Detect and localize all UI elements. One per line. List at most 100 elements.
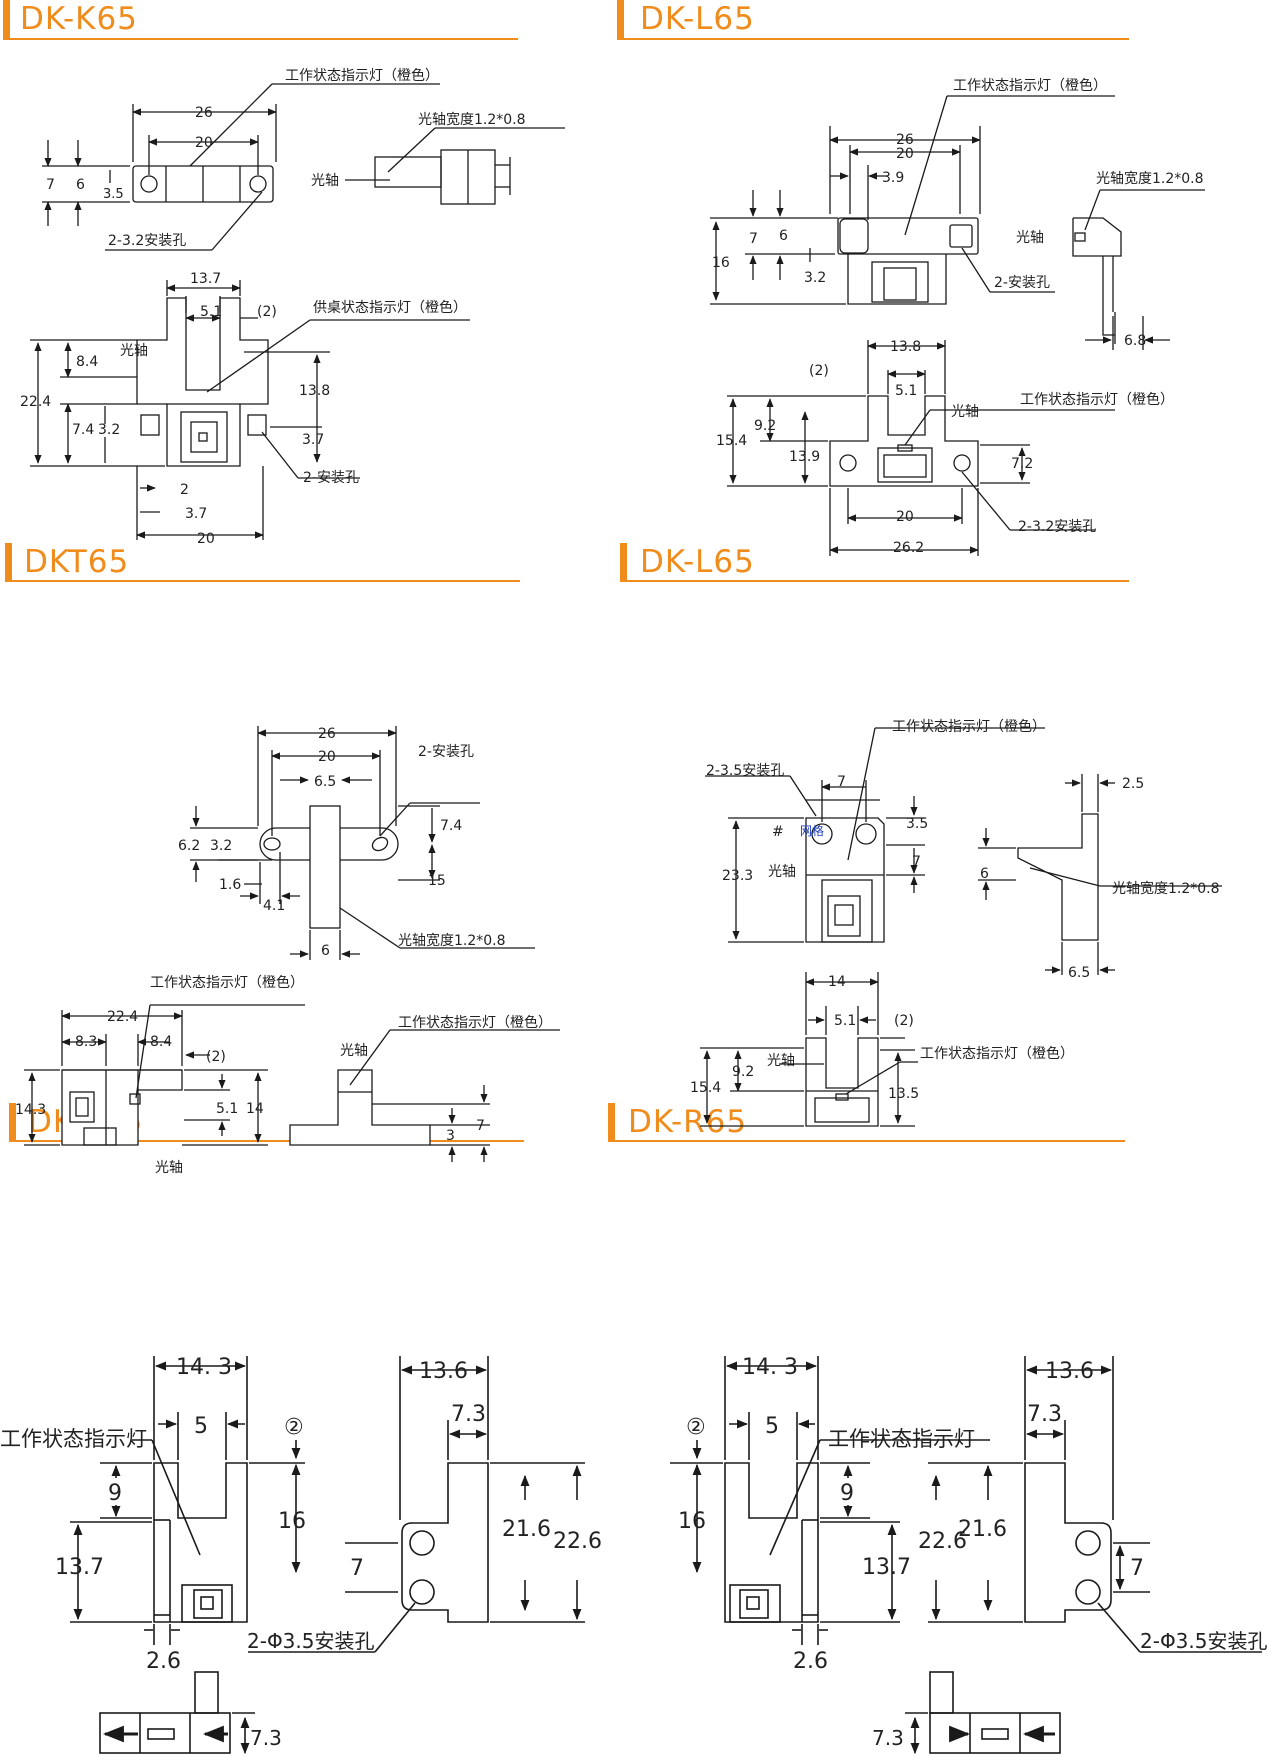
header-accent-bar [608,1103,615,1141]
header-rule [3,38,518,40]
indicator-callout: 工作状态指示灯（橙色） [892,718,1046,735]
axis-label: 光轴 [120,343,148,359]
dimension-label: 22.4 [20,394,51,410]
dimension-label: 3.7 [185,506,207,522]
dimension-label: 2.6 [146,1649,181,1674]
dimension-label: 3.5 [906,816,928,832]
header-accent-bar [620,543,627,581]
dimension-label: 21.6 [502,1517,551,1542]
dimension-label: 13.6 [419,1359,468,1384]
header-accent-bar [9,1103,16,1141]
axis-width-callout: 光轴宽度1.2*0.8 [1112,880,1220,897]
axis-label: 光轴 [951,404,979,420]
holes-callout: 2-安装孔 [994,275,1050,291]
dk-f65-side-view [248,1356,585,1653]
dimension-label: 13.6 [1045,1359,1094,1384]
dk-l65-alt-front-view [700,972,918,1127]
dk-f65-front-view [70,1356,305,1755]
dk-l65-front-view [727,340,1115,556]
axis-label: 光轴 [340,1043,368,1059]
dimension-label: 16 [278,1509,306,1534]
indicator-callout: 工作状态指示灯（橙色） [398,1014,552,1031]
dimension-label: 6 [779,228,788,244]
dimension-label: 16 [678,1509,706,1534]
dimension-label: 26 [896,132,914,148]
dimension-label: 7 [749,231,758,247]
dimension-label: 8.4 [150,1034,172,1050]
dimension-label: 22.4 [107,1009,138,1025]
header-accent-bar [3,0,10,38]
indicator-callout: 供桌状态指示灯（橙色） [313,299,467,316]
indicator-callout: 工作状态指示灯 [0,1427,147,1451]
dimension-label: 3.2 [210,838,232,854]
dk-l65-alt-top-view [705,727,1222,975]
dk-l65-top-view [710,95,1205,350]
dimension-label: 7 [1130,1556,1144,1581]
dimension-label: (2) [894,1013,914,1029]
dimension-label: 13.5 [888,1086,919,1102]
dimension-label: 3.7 [302,432,324,448]
dimension-label: 20 [896,509,914,525]
dimension-label: 14.3 [15,1102,46,1118]
dimension-label: 7.3 [1027,1402,1062,1427]
header-rule [617,38,1129,40]
dimension-label: 6.8 [1124,333,1146,349]
dimension-label: (2) [809,363,829,379]
indicator-callout: 工作状态指示灯（橙色） [150,974,304,991]
dimension-label: 5.1 [895,383,917,399]
indicator-callout: 工作状态指示灯（橙色） [920,1045,1074,1062]
header-rule [608,1140,1125,1142]
dimension-label: 5.1 [200,304,222,320]
dimension-label: 1.6 [219,877,241,893]
dimension-label: 7.3 [872,1726,904,1750]
dimension-label: 15 [428,873,446,889]
axis-width-callout: 光轴宽度1.2*0.8 [398,932,506,949]
dimension-label: 13.7 [862,1555,911,1580]
header-accent-bar [617,0,624,38]
holes-callout: 2-Φ3.5安装孔 [247,1629,375,1653]
dimension-label: 6.5 [1068,965,1090,981]
dimension-label: 3.2 [804,270,826,286]
dimension-label: 14. 3 [742,1355,798,1380]
axis-width-callout: 光轴宽度1.2*0.8 [1096,170,1204,187]
dimension-label: 20 [318,749,336,765]
holes-callout: 2-3.2安装孔 [1018,519,1096,535]
holes-callout: 2-安装孔 [303,470,359,486]
holes-callout: 2-3.5安装孔 [706,763,784,779]
header-rule [5,580,520,582]
dimension-label: 3.9 [882,170,904,186]
header-accent-bar [5,543,12,581]
indicator-callout: 工作状态指示灯 [828,1427,975,1451]
dimension-label: ② [284,1415,304,1440]
holes-callout: 2-安装孔 [418,744,474,760]
dimension-label: 3.5 [103,187,124,202]
header-rule [9,1140,524,1142]
dk-r65-side-view [928,1356,1262,1653]
dimension-label: 2.5 [1122,776,1144,792]
dimension-label: 7.2 [1011,456,1033,472]
dimension-label: 7.4 [440,818,462,834]
dimension-label: 13.9 [789,449,820,465]
dimension-label: 7 [350,1556,364,1581]
dimension-label: 6 [76,177,85,193]
dimension-label: 21.6 [958,1517,1007,1542]
axis-label: 光轴 [767,1053,795,1069]
dimension-label: 5 [765,1414,779,1439]
dimension-label: 7.4 [72,422,94,438]
indicator-callout: 工作状态指示灯（橙色） [953,77,1107,94]
dimension-label: 22.6 [553,1529,602,1554]
dimension-label: 6.2 [178,838,200,854]
section-title: DKT65 [24,544,130,580]
axis-label: 光轴 [155,1160,183,1176]
dimension-label: 5.1 [834,1013,856,1029]
dimension-label: 6 [321,943,330,959]
section-title: DK-K65 [20,1,138,37]
dimension-label: 6.5 [314,774,336,790]
dimension-label: 26 [318,726,336,742]
dimension-label: 23.3 [722,868,753,884]
dimension-label: 26 [195,105,213,121]
dimension-label: ② [686,1415,706,1440]
section-title: DK-L65 [640,544,755,580]
